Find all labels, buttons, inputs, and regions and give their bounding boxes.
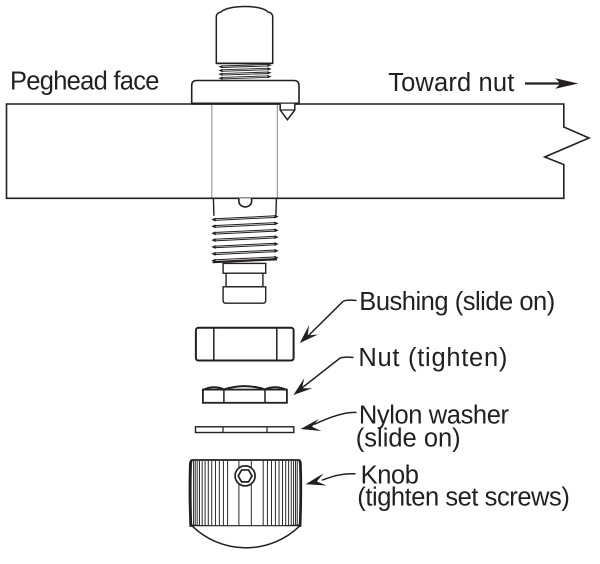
svg-text:Nylon washer: Nylon washer xyxy=(359,401,510,429)
svg-text:Bushing (slide on): Bushing (slide on) xyxy=(359,288,554,316)
svg-text:Nut (tighten): Nut (tighten) xyxy=(358,344,508,372)
svg-text:Peghead face: Peghead face xyxy=(10,68,159,96)
svg-text:(slide on): (slide on) xyxy=(356,425,461,453)
svg-text:Knob: Knob xyxy=(361,462,419,490)
svg-text:Toward nut: Toward nut xyxy=(388,69,514,97)
svg-text:(tighten set screws): (tighten set screws) xyxy=(357,484,569,512)
